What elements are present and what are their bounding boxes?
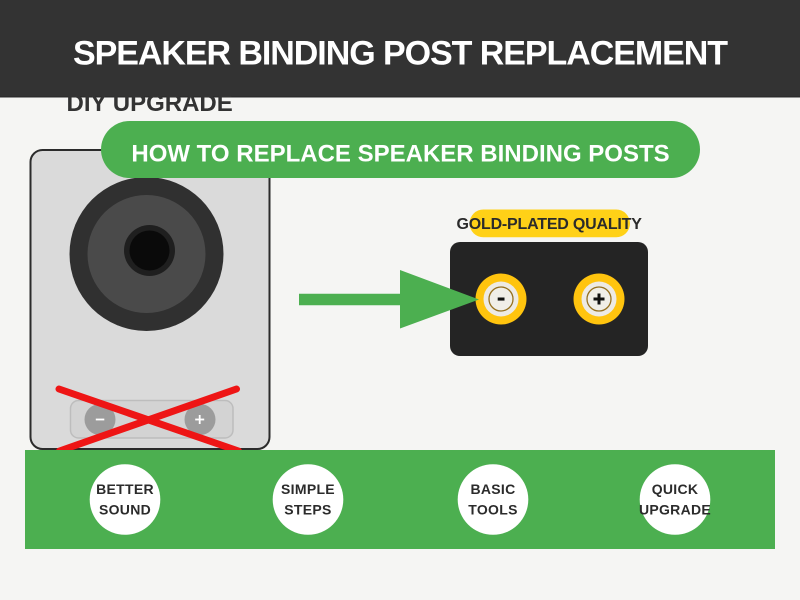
svg-text:BETTER: BETTER — [96, 481, 154, 497]
svg-text:HOW TO REPLACE SPEAKER BINDING: HOW TO REPLACE SPEAKER BINDING POSTS — [131, 140, 669, 167]
svg-text:DIY UPGRADE: DIY UPGRADE — [67, 90, 233, 117]
svg-text:GOLD-PLATED QUALITY: GOLD-PLATED QUALITY — [457, 216, 643, 233]
svg-text:SOUND: SOUND — [99, 501, 151, 517]
svg-text:BASIC: BASIC — [470, 481, 515, 497]
svg-text:SPEAKER BINDING POST REPLACEME: SPEAKER BINDING POST REPLACEMENT — [73, 35, 728, 73]
svg-text:STEPS: STEPS — [284, 501, 331, 517]
svg-text:SIMPLE: SIMPLE — [281, 481, 335, 497]
svg-text:UPGRADE: UPGRADE — [639, 501, 711, 517]
svg-text:QUICK: QUICK — [652, 481, 699, 497]
svg-text:TOOLS: TOOLS — [468, 501, 517, 517]
